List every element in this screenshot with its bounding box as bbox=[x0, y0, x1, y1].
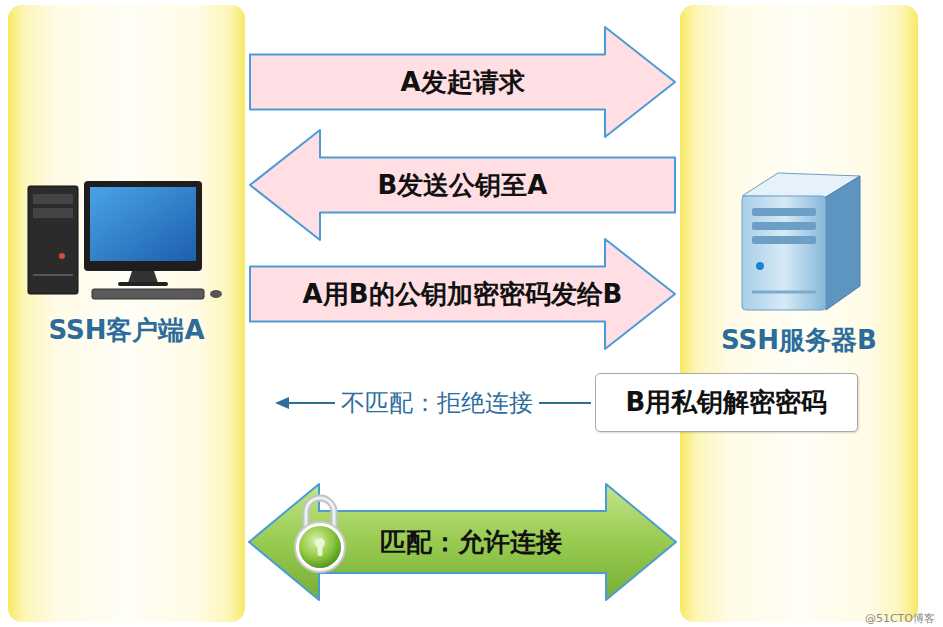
edge-label: A发起请求 bbox=[400, 65, 524, 100]
host-band: SSH服务器B bbox=[680, 5, 918, 622]
edge-label-holder: A发起请求 bbox=[400, 65, 524, 100]
computer-icon bbox=[28, 181, 222, 299]
edge-label-holder: B发送公钥至A bbox=[378, 168, 548, 203]
process-box: B用私钥解密密码 bbox=[595, 373, 858, 432]
edge-label: B发送公钥至A bbox=[378, 168, 548, 203]
lock-icon bbox=[295, 498, 345, 572]
block-arrow bbox=[250, 130, 675, 240]
double-block-arrow bbox=[249, 484, 676, 600]
host-band: SSH客户端A bbox=[8, 5, 245, 622]
server-icon bbox=[742, 173, 860, 310]
block-arrow bbox=[250, 239, 675, 349]
edge-label: 匹配：允许连接 bbox=[380, 525, 562, 560]
box-label: B用私钥解密密码 bbox=[626, 385, 828, 420]
edge-label-holder: 匹配：允许连接 bbox=[380, 525, 562, 560]
block-arrow bbox=[250, 27, 675, 137]
edge-label-holder: 不匹配：拒绝连接 bbox=[335, 387, 539, 419]
host-label: SSH服务器B bbox=[721, 323, 877, 358]
edge-label-holder: A用B的公钥加密密码发给B bbox=[303, 277, 623, 312]
watermark-holder: @51CTO博客 bbox=[865, 607, 935, 626]
watermark: @51CTO博客 bbox=[865, 611, 935, 626]
edge-label: 不匹配：拒绝连接 bbox=[335, 387, 539, 419]
host-label: SSH客户端A bbox=[48, 313, 204, 348]
edge-label: A用B的公钥加密密码发给B bbox=[303, 277, 623, 312]
